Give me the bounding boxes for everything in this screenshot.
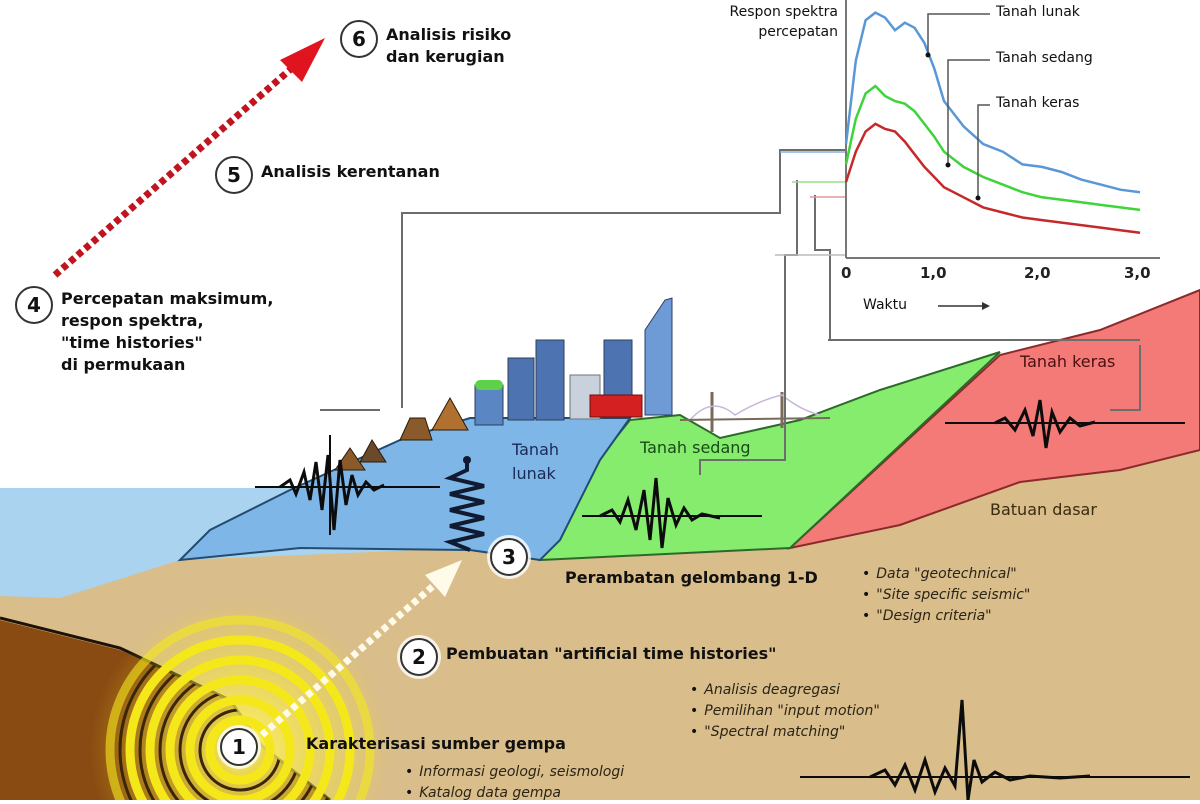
hard-soil-layer xyxy=(786,288,1200,550)
x-tick-3: 3,0 xyxy=(1124,264,1151,282)
step-1-bullets: Informasi geologi, seismologi Katalog da… xyxy=(405,762,624,804)
step-4-number: 4 xyxy=(15,286,53,324)
city-skyline xyxy=(334,297,673,471)
seismogram-bedrock-input xyxy=(800,699,1190,801)
label-medium-soil: Tanah sedang xyxy=(640,438,751,457)
curve-tanah-lunak xyxy=(844,11,1141,194)
label-bedrock: Batuan dasar xyxy=(990,500,1097,519)
step-3-bullets: Data "geotechnical" "Site specific seism… xyxy=(862,564,1030,627)
x-tick-0: 0 xyxy=(841,264,852,282)
legend-tanah-keras: Tanah keras xyxy=(996,95,1080,111)
step-2-number: 2 xyxy=(400,638,438,676)
chart-reference-ticks xyxy=(775,151,846,256)
step-1-title: Karakterisasi sumber gempa xyxy=(306,734,566,753)
step-3-title: Perambatan gelombang 1-D xyxy=(565,568,818,587)
step-2-bullets: Analisis deagregasi Pemilihan "input mot… xyxy=(690,680,880,743)
step-6-number: 6 xyxy=(340,20,378,58)
step-6-title: Analisis risiko dan kerugian xyxy=(386,25,512,66)
label-soft-soil: Tanah lunak xyxy=(512,440,560,483)
step-1-number: 1 xyxy=(220,728,258,766)
white-dotted-arrow xyxy=(259,560,462,738)
step-4-title: Percepatan maksimum, respon spektra, "ti… xyxy=(61,289,274,374)
chart-ylabel: Respon spektra percepatan xyxy=(729,4,838,40)
curve-tanah-keras xyxy=(844,122,1141,234)
earthquake-source-rings xyxy=(90,600,390,804)
curve-tanah-sedang xyxy=(844,84,1141,212)
seismogram-hard-soil xyxy=(945,399,1185,449)
label-hard-soil: Tanah keras xyxy=(1020,352,1116,371)
step-5-title: Analisis kerentanan xyxy=(261,162,440,181)
step-4: 4 Percepatan maksimum, respon spektra, "… xyxy=(15,286,273,376)
response-spectrum-chart xyxy=(844,0,1160,310)
step-5-number: 5 xyxy=(215,156,253,194)
step-2-title: Pembuatan "artificial time histories" xyxy=(446,644,777,663)
x-tick-2: 2,0 xyxy=(1024,264,1051,282)
chart-xlabel: Waktu xyxy=(863,297,907,313)
step-3: 3 xyxy=(490,538,528,576)
chart-callout-lines xyxy=(320,149,1141,475)
bridge xyxy=(679,392,831,432)
soft-soil-layer xyxy=(177,417,632,562)
legend-tanah-sedang: Tanah sedang xyxy=(996,50,1093,66)
step-3-number: 3 xyxy=(490,538,528,576)
legend-tanah-lunak: Tanah lunak xyxy=(996,4,1080,20)
red-dotted-arrow xyxy=(52,38,325,278)
step-5: 5 Analisis kerentanan xyxy=(215,156,440,194)
x-tick-1: 1,0 xyxy=(920,264,947,282)
step-6: 6 Analisis risiko dan kerugian xyxy=(340,20,511,68)
step-2: 2 Pembuatan "artificial time histories" xyxy=(400,638,776,676)
soil-spring xyxy=(443,462,485,552)
step-1: 1 Karakterisasi sumber gempa xyxy=(220,728,566,766)
seismogram-soft-soil xyxy=(255,435,440,535)
seismogram-medium-soil xyxy=(582,477,762,549)
